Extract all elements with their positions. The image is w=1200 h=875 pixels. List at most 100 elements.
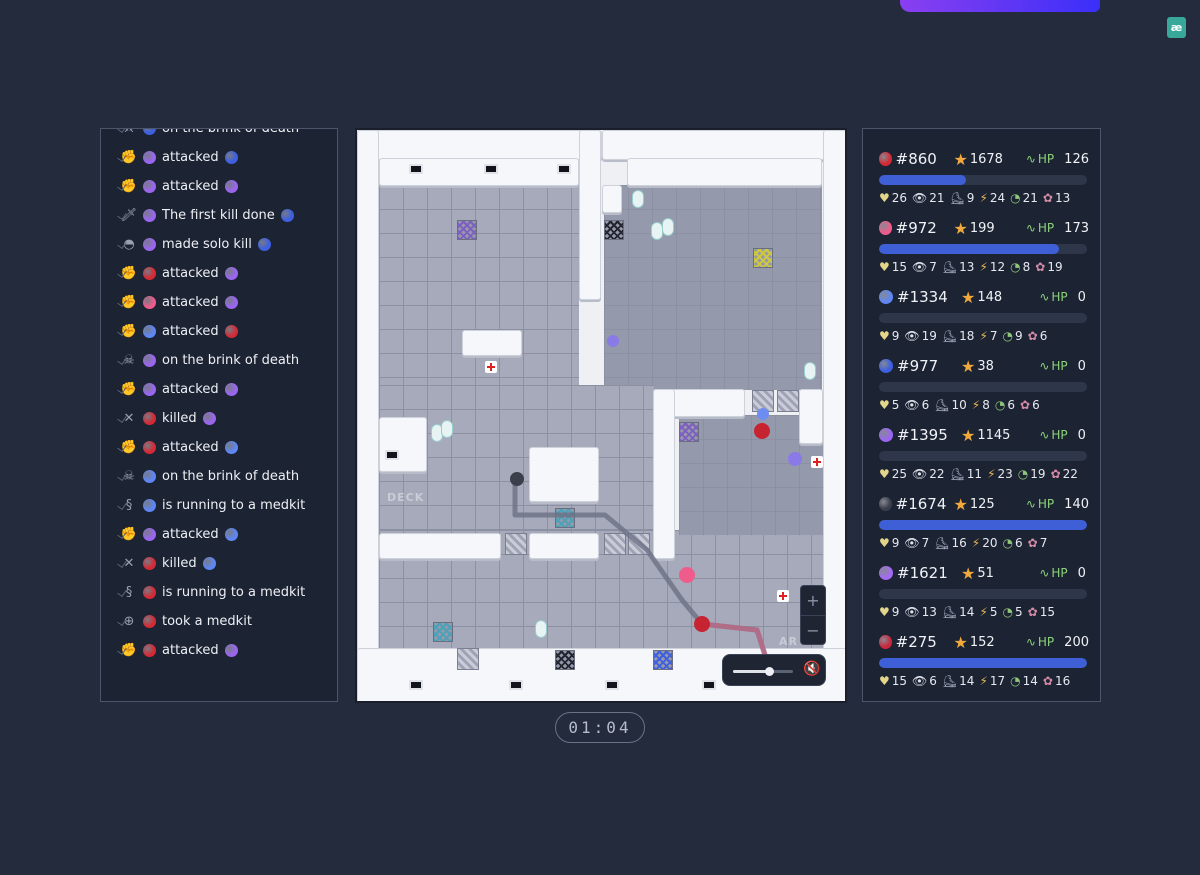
star-icon: ★ [953,494,968,514]
eye-icon: 👁 [904,605,920,619]
bolt-icon: ⚡ [979,260,988,274]
bolt-icon: ⚡ [987,467,996,481]
boot-icon: ⛸ [949,191,965,205]
gauge-icon: ◔ [1002,536,1013,550]
strike-icon: ✊ [120,178,138,194]
hp-label: HP [1051,290,1068,304]
player-hp: 0 [1077,358,1086,374]
event-log-panel[interactable]: ⚔on the brink of death ✊attacked ✊attacked… [100,128,338,702]
floor-hatch [604,533,626,555]
player-ball [879,152,892,166]
player-unit[interactable] [757,408,769,420]
brand-logo-icon[interactable]: æ [1167,17,1186,38]
actor-ball [143,179,156,193]
heart-icon: ♥ [879,674,890,688]
boost-pad [653,650,673,670]
strike-icon: ✊ [120,323,138,339]
star-icon: ★ [961,425,976,445]
player-id: #275 [895,633,937,651]
star-icon: ★ [953,632,968,652]
stat-value: 17 [989,674,1006,688]
mute-icon[interactable]: 🔇 [803,661,821,677]
stat-value: 16 [951,536,967,550]
hp-label: HP [1037,221,1055,235]
crew-pod [662,218,674,236]
hp-label: HP [1051,359,1068,373]
log-entry: ✊attacked [101,289,242,315]
medkit-icon[interactable] [485,361,497,373]
wall-south-bench [379,533,501,559]
console-screen [702,680,716,690]
log-icon-wrap: ✊ [101,523,139,545]
heart-icon: ♥ [879,191,890,205]
log-entry: §is running to a medkit [101,492,307,518]
crossed-swords-icon: ✕ [123,410,135,426]
star-icon: ★ [961,287,976,307]
star-icon: ★ [953,218,968,238]
log-icon-wrap: 🗡 [101,204,139,226]
zoom-control: + − [800,585,826,645]
player-unit[interactable] [510,472,524,486]
gauge-icon: ◔ [1002,605,1013,619]
medkit-icon[interactable] [811,456,823,468]
stat-value: 26 [891,191,908,205]
medkit-icon[interactable] [777,590,789,602]
player-unit[interactable] [607,335,619,347]
player-unit[interactable] [694,616,710,632]
heartbeat-icon: ∿ [1025,635,1036,649]
clover-icon: ✿ [1027,329,1038,343]
actor-ball [143,382,156,396]
stat-value: 23 [997,467,1013,481]
stat-value: 12 [989,260,1006,274]
log-icon-wrap: ✊ [101,175,139,197]
volume-slider[interactable] [733,667,793,676]
stat-value: 16 [1054,674,1071,688]
zoom-out-button[interactable]: − [806,621,820,640]
player-stats: ♥15👁6⛸14⚡17◔14✿16 [879,674,1089,688]
player-unit[interactable] [788,452,802,466]
player-hp: 0 [1077,427,1086,443]
shield-pad [433,622,453,642]
zoom-in-button[interactable]: + [801,586,825,616]
stat-value: 9 [891,605,900,619]
player-hp: 140 [1064,496,1089,512]
bolt-icon: ⚡ [979,605,988,619]
clover-icon: ✿ [1042,674,1053,688]
boot-icon: ⛸ [934,398,950,412]
player-unit[interactable] [679,567,695,583]
stat-value: 19 [1030,467,1046,481]
hp-label: HP [1037,152,1055,166]
player-ball [879,635,892,649]
log-entry: ✊attacked [101,318,242,344]
gauge-icon: ◔ [994,398,1006,412]
hp-bar [879,244,1087,254]
target-ball [224,440,238,454]
game-map[interactable]: DECK AR + − 🔇 [355,128,847,703]
log-entry: ⊕took a medkit [101,608,254,634]
target-ball [224,382,238,396]
stat-value: 6 [1039,329,1048,343]
stat-value: 6 [1015,536,1023,550]
crew-pod [804,362,816,380]
player-score: 51 [977,565,994,581]
stat-value: 7 [1039,536,1048,550]
player-ball [879,566,893,580]
log-entry: ◓made solo kill [101,231,275,257]
log-text: killed [162,410,197,426]
log-entry: ⚔on the brink of death [101,129,301,141]
strike-icon: ✊ [120,526,138,542]
log-icon-wrap: ☠ [101,465,139,487]
volume-knob[interactable] [765,667,774,676]
floor-room-east [604,185,822,390]
player-unit[interactable] [754,423,770,439]
stat-value: 9 [891,329,900,343]
target-ball [224,266,238,280]
